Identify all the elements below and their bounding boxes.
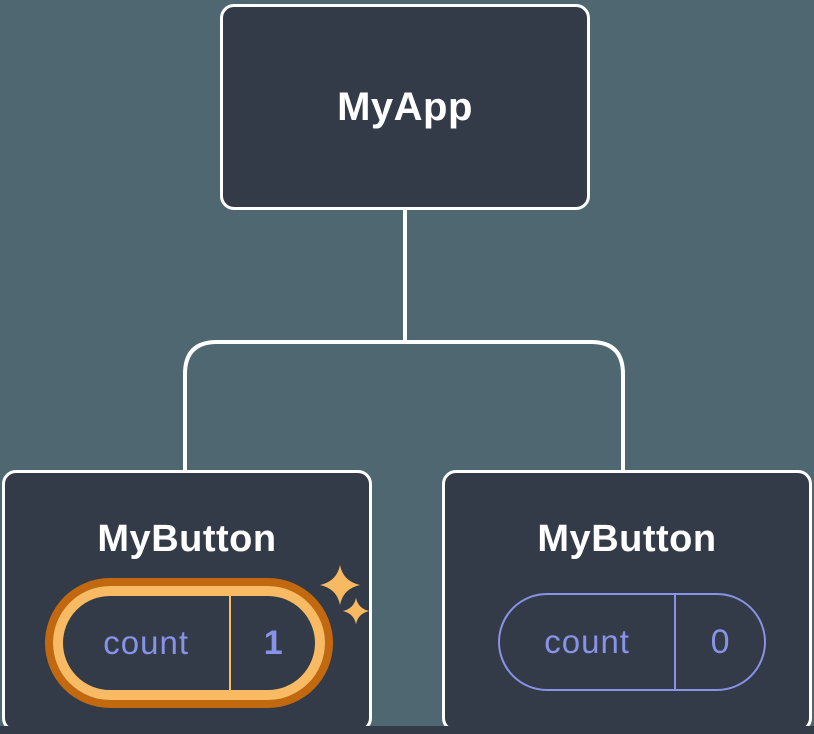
connector-branches: [183, 340, 625, 474]
state-key-label: count: [103, 624, 190, 661]
child-node-label: MyButton: [97, 518, 277, 560]
state-pill-divider: [229, 596, 232, 690]
state-pill: count 0: [498, 593, 766, 691]
state-key-label: count: [544, 623, 630, 660]
bottom-edge-strip: [0, 726, 814, 734]
state-pill-divider: [674, 595, 677, 689]
node-myapp: MyApp: [220, 4, 590, 210]
sparkle-icon: [320, 565, 360, 605]
state-value: 0: [710, 622, 730, 661]
state-pill-highlighted: count 1: [53, 586, 325, 700]
node-mybutton-2: MyButton count 0: [442, 470, 812, 732]
state-value: 1: [263, 623, 283, 662]
sparkle-icon: [342, 597, 370, 625]
child-node-label: MyButton: [537, 518, 717, 560]
node-mybutton-1: MyButton count 1: [2, 470, 372, 732]
root-node-label: MyApp: [337, 84, 473, 129]
